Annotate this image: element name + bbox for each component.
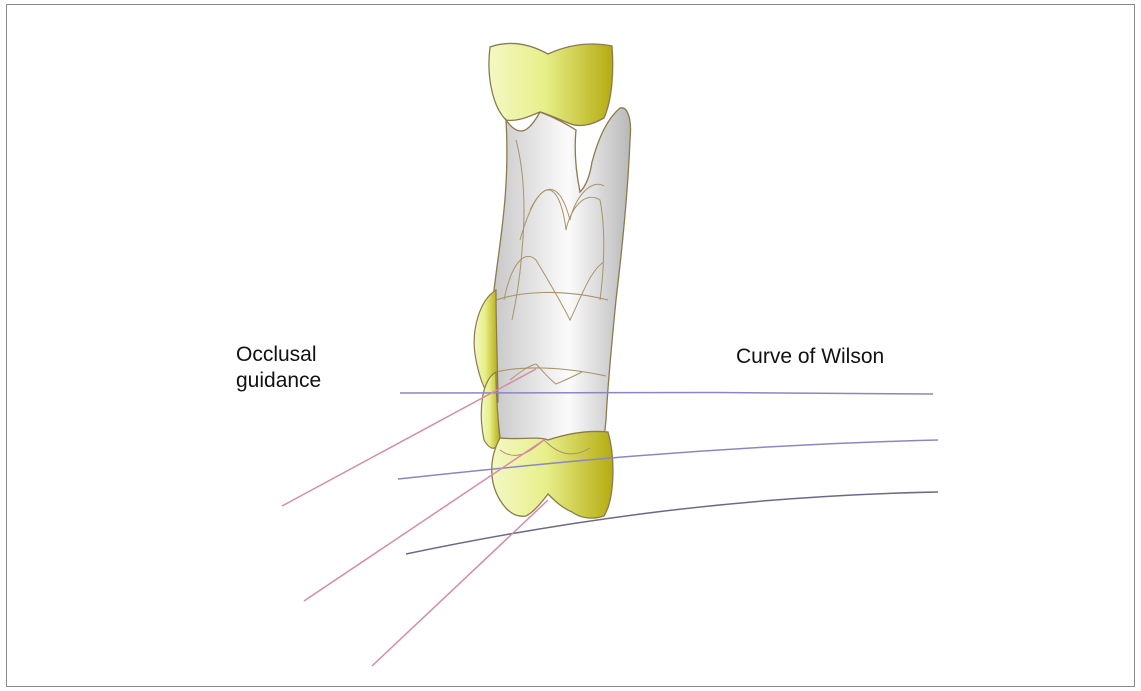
curve-of-wilson-middle — [398, 440, 938, 479]
occlusal-guidance-label: Occlusal guidance — [236, 342, 321, 394]
occlusal-guidance-line-3 — [372, 500, 548, 666]
curve-of-wilson-lower — [406, 492, 938, 554]
lower-crown — [492, 431, 613, 518]
occlusal-guidance-line-2 — [304, 440, 544, 601]
curve-of-wilson-label: Curve of Wilson — [736, 344, 884, 370]
upper-opposing-crown — [489, 43, 613, 125]
tooth-root-body — [493, 108, 630, 444]
curve-of-wilson-upper — [400, 392, 933, 394]
